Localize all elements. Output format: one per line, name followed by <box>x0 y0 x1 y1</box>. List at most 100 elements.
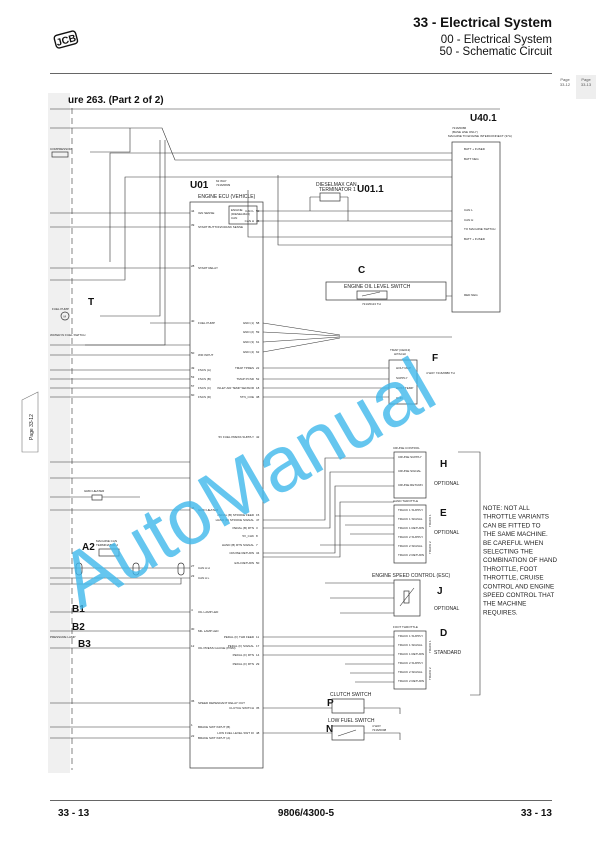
u40-1-connector: U40.1 7216/0086 (BASE HSE ONLY) MACHINE … <box>448 113 512 313</box>
ecu-pin-number: 15 <box>256 513 260 517</box>
ecu-pin-number: 62 <box>256 350 260 354</box>
ecu-pin-label: FSCS (B) <box>198 377 211 381</box>
h-status: OPTIONAL <box>434 481 460 487</box>
throttle-note-line: THROTTLE VARIANTS <box>483 514 549 521</box>
throttle-note-line: THE MACHINE <box>483 601 526 608</box>
e-pin-label: TRACK 1 SIGNAL <box>398 517 423 521</box>
ecu-pin-label: CRUISE RETURN <box>229 551 254 555</box>
ecu-pin-number: 38 <box>256 395 260 399</box>
ecu-pin-number: 12 <box>191 644 195 648</box>
e-pin-label: TRACK 1 RETURN <box>398 526 424 530</box>
can-block-label: ENGINE <box>231 208 243 212</box>
header-divider <box>50 73 552 74</box>
ecu-pin-label: OIL PRESS GAUGE (PWM) <box>198 646 236 650</box>
t-id: T <box>88 297 94 308</box>
grid-heater-label: GRID HEATER <box>84 489 105 493</box>
footer-document-number: 9806/4300-5 <box>277 808 335 819</box>
p-id: P <box>327 698 334 709</box>
c-engine-oil-level-switch: C ENGINE OIL LEVEL SWITCH 7213/0113 TH <box>325 265 452 306</box>
ecu-pin-number: 34 <box>256 551 260 555</box>
u01-ways: 62 WAY <box>216 179 227 183</box>
bottom-switches: CLUTCH SWITCH P LOW FUEL SWITCH N 4 WAY … <box>263 692 401 741</box>
ecu-pin-label: GND (2) <box>243 330 254 334</box>
ecu-pin-label: CAN H <box>245 219 254 223</box>
section-title: 33 - Electrical System <box>413 15 552 30</box>
ecu-pin-label: PEDAL (F) SIGNAL <box>228 644 255 648</box>
figure-title: ure 263. (Part 2 of 2) <box>68 95 164 106</box>
ecu-pin-label: IGN SENSE <box>198 211 214 215</box>
d-pin-label: TRACK 1 SUPPLY <box>398 634 423 638</box>
ecu-pin-number: 39 <box>191 223 195 227</box>
ecu-pin-label: FSCS (D) <box>198 395 211 399</box>
a2-name2: TERMINATOR 2 <box>96 543 118 547</box>
ecu-pin-number: 42 <box>256 435 260 439</box>
page-tab-number: 33-12 <box>559 82 571 87</box>
ecu-pin-number: 14 <box>256 653 260 657</box>
d-name: FOOT THROTTLE <box>393 625 418 629</box>
ecu-pin-number: 17 <box>256 644 260 648</box>
can-block-label: CAN <box>231 216 237 220</box>
tmap-pin-label: HOST TEMP <box>396 386 413 390</box>
topic-title: 50 - Schematic Circuit <box>439 46 552 58</box>
page-tab-33-13[interactable]: Page 33-13 <box>576 75 596 99</box>
u40-pin-label: TO MACHINE SWITCH <box>464 227 495 231</box>
u01-id: U01 <box>190 180 209 191</box>
u40-pin-label: BATT + FUSED <box>464 237 486 241</box>
h-pin-label: CRUISE RETURN <box>398 483 423 487</box>
ecu-pin-number: 29 <box>256 662 260 666</box>
d-pin-label: TRACK 2 RETURN <box>398 679 424 683</box>
d-pin-label: TRACK 2 SIGNAL <box>398 670 423 674</box>
throttle-note-line: THE SAME MACHINE. <box>483 531 548 538</box>
d-pin-label: TRACK 1 RETURN <box>398 652 424 656</box>
ecu-pin-label: PEDAL (B) STROKE FEED <box>217 513 254 517</box>
e-id: E <box>440 508 447 519</box>
ecu-pin-label: HAND (B) STROKE SIGNAL <box>216 518 255 522</box>
left-margin-strip <box>48 93 70 773</box>
h-connector <box>393 451 427 499</box>
h-id: H <box>440 459 447 470</box>
j-status: OPTIONAL <box>434 606 460 612</box>
ecu-pin-label: TMAP PCSD <box>237 377 255 381</box>
a2-id: A2 <box>82 542 95 553</box>
c-part: 7213/0113 TH <box>362 302 381 306</box>
page-tab-33-12[interactable]: Page 33-12 <box>555 75 575 99</box>
ecu-pin-label: TMAP TPRES <box>235 366 254 370</box>
ecu-pin-number: 36 <box>191 699 195 703</box>
ecu-pin-label: GND (4) <box>243 350 254 354</box>
ecu-pin-number: 53 <box>191 375 195 379</box>
page-tab-label: Page <box>560 77 570 82</box>
h-pin-label: CRUISE SIGNAL <box>398 469 422 473</box>
ecu-pin-label: 5V FUEL PRESS SUPPLY <box>218 435 254 439</box>
e-pin-label: TRACK 2 RETURN <box>398 553 424 557</box>
b1-label: B1 <box>72 604 85 615</box>
fuel-pump-label: FUEL PUMP <box>52 307 69 311</box>
ecu-pin-label: CAN L <box>245 209 254 213</box>
ecu-pin-label: 5V_CHK <box>242 534 254 538</box>
u40-pin-label: CAN L <box>464 208 473 212</box>
throttle-note-line: SELECTING THE <box>483 549 533 556</box>
ecu-pin-label: START RELAY <box>198 266 218 270</box>
e-status: OPTIONAL <box>434 530 460 536</box>
a2-name: MACHINE CAN <box>96 539 117 543</box>
tmap-pin-label: SUPPLY <box>396 376 408 380</box>
ecu-pin-label: WIF INPUT <box>198 353 213 357</box>
ecu-pin-number: 44 <box>191 209 195 213</box>
ecu-pin-number: 22 <box>256 366 260 370</box>
u01-1-name: DIESELMAX CAN <box>316 182 357 188</box>
ecu-pin-label: INLET AIR TEMP SENSOR <box>217 386 255 390</box>
f-tmap-sensor: TMAP (CE013) HITACHI F 4 WAY 7216/0880 T… <box>388 348 455 405</box>
ecu-pin-number: 7 <box>256 543 258 547</box>
track-label: TRACK 1 <box>428 640 432 653</box>
throttle-note-line: BE CAREFUL WHEN <box>483 540 544 547</box>
e-pin-label: TRACK 1 SUPPLY <box>398 508 423 512</box>
throttle-note-line: SPEED CONTROL THAT <box>483 592 554 599</box>
throttle-note-line: REQUIRES. <box>483 609 518 616</box>
d-connector <box>393 630 427 690</box>
ecu-pin-number: 30 <box>191 627 195 631</box>
ecu-pin-number: 23 <box>191 574 195 578</box>
ecu-pin-number: 40 <box>191 319 195 323</box>
side-page-tab[interactable]: Page 33-12 <box>21 391 39 453</box>
j-id: J <box>437 586 443 597</box>
